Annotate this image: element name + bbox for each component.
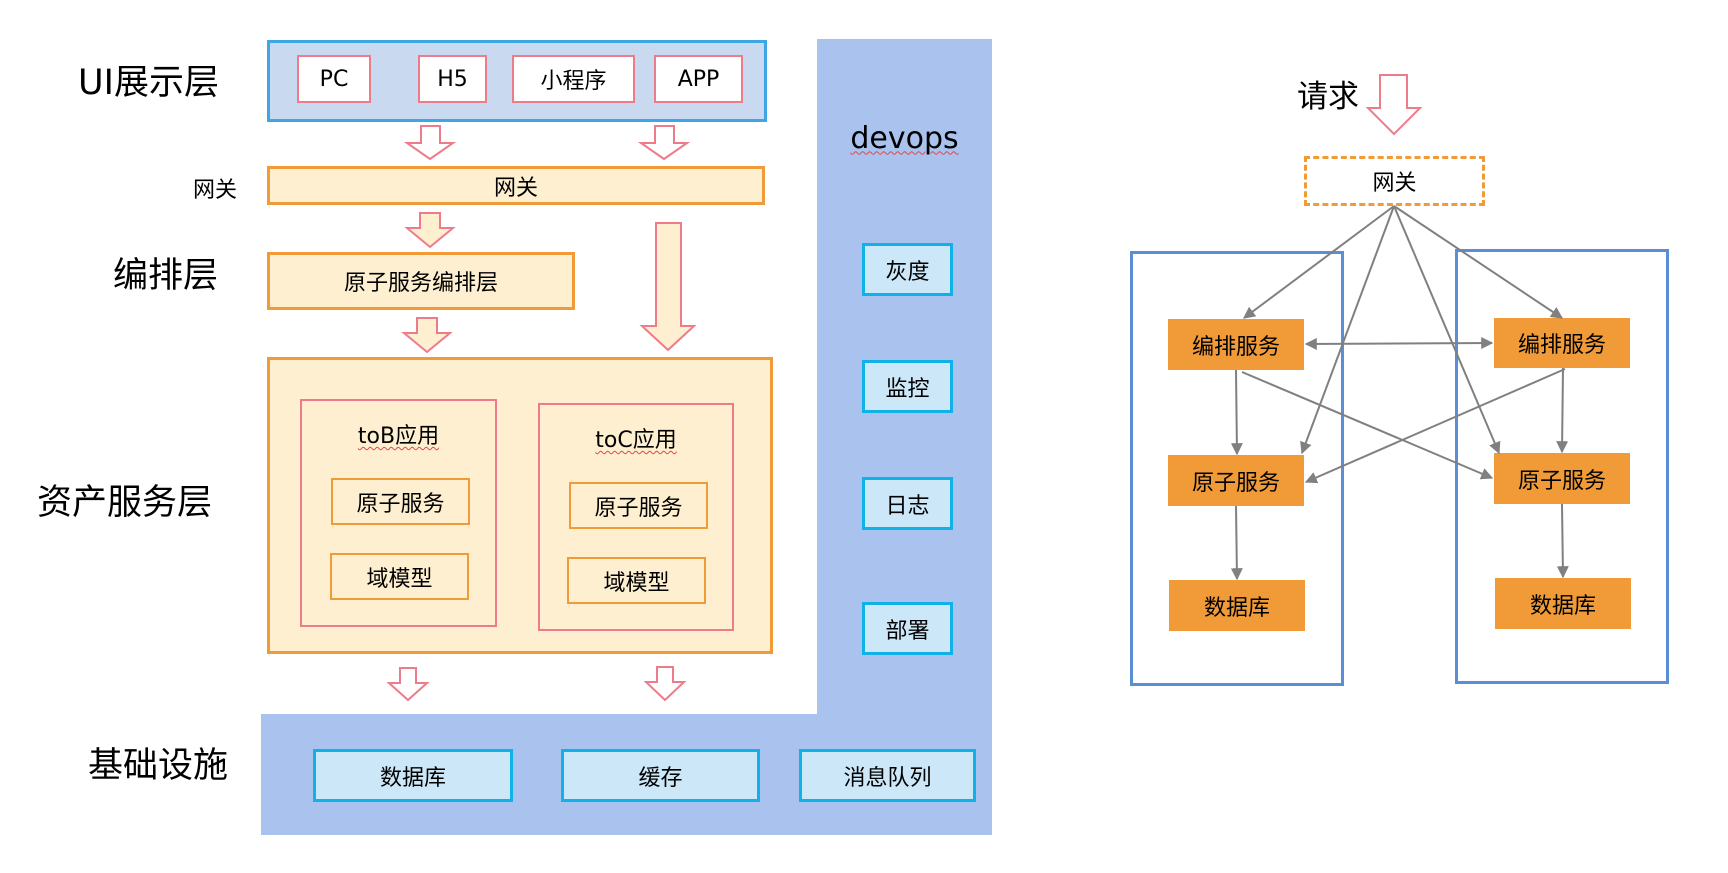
- connector-right-orch-left-atomic: [1304, 368, 1566, 484]
- right-atomic-service: 原子服务: [1494, 453, 1630, 504]
- tob-app-title-text: toB应用: [357, 424, 440, 449]
- devops-title-text: devops: [850, 120, 959, 156]
- tob-app-title: toB应用: [300, 418, 497, 450]
- infra-item-message-queue: 消息队列: [799, 749, 976, 802]
- arrow-down-icon: [403, 125, 457, 161]
- tob-domain-model: 域模型: [330, 553, 469, 600]
- left-atomic-service: 原子服务: [1168, 455, 1304, 506]
- connector-orchestration-bidirectional: [1304, 337, 1494, 350]
- toc-app-title: toC应用: [538, 422, 734, 454]
- connector-gateway-right-orchestration: [1393, 205, 1563, 319]
- gateway-bar: 网关: [267, 166, 765, 205]
- connector-left-orch-atomic: [1230, 369, 1243, 456]
- tob-atomic-service: 原子服务: [331, 478, 470, 525]
- layer-label-asset: 资产服务层: [37, 483, 213, 523]
- infra-item-database: 数据库: [313, 749, 513, 802]
- left-database: 数据库: [1169, 580, 1305, 631]
- arrow-down-long-icon: [639, 222, 697, 352]
- client-miniprogram: 小程序: [512, 55, 635, 103]
- layer-label-orchestration: 编排层: [113, 256, 219, 296]
- request-arrow-icon: [1365, 74, 1423, 136]
- right-gateway-box: 网关: [1304, 156, 1485, 206]
- right-orchestration-service: 编排服务: [1494, 318, 1630, 368]
- connector-gateway-left-atomic: [1300, 205, 1395, 455]
- devops-item-logging: 日志: [862, 477, 953, 530]
- cluster-container-left: [1130, 251, 1344, 686]
- connector-gateway-right-atomic: [1393, 205, 1501, 455]
- connector-left-atomic-db: [1230, 505, 1243, 581]
- right-database: 数据库: [1495, 578, 1631, 629]
- arrow-down-icon: [404, 212, 456, 249]
- toc-app-box: [538, 403, 734, 631]
- devops-item-gray-release: 灰度: [862, 243, 953, 296]
- tob-app-box: [300, 399, 497, 627]
- devops-item-deployment: 部署: [862, 602, 953, 655]
- left-orchestration-service: 编排服务: [1168, 319, 1304, 370]
- layer-label-gateway: 网关: [193, 178, 238, 203]
- request-label: 请求: [1297, 79, 1359, 115]
- arrow-down-icon: [401, 317, 453, 354]
- arrow-down-icon: [386, 667, 430, 702]
- arrow-down-icon: [643, 666, 687, 702]
- orchestration-box: 原子服务编排层: [267, 252, 575, 310]
- connector-left-orch-right-atomic: [1241, 371, 1494, 480]
- devops-title: devops: [817, 118, 992, 158]
- infra-item-cache: 缓存: [561, 749, 760, 802]
- layer-label-infra: 基础设施: [88, 746, 229, 786]
- toc-domain-model: 域模型: [567, 557, 706, 604]
- connector-right-orch-atomic: [1556, 367, 1569, 454]
- toc-app-title-text: toC应用: [595, 428, 677, 453]
- devops-item-monitoring: 监控: [862, 360, 953, 413]
- client-h5: H5: [418, 55, 487, 103]
- client-app: APP: [654, 55, 743, 103]
- client-pc: PC: [297, 55, 371, 103]
- toc-atomic-service: 原子服务: [569, 482, 708, 529]
- connector-gateway-left-orchestration: [1243, 205, 1395, 319]
- connector-right-atomic-db: [1556, 503, 1569, 579]
- layer-label-ui: UI展示层: [78, 63, 219, 103]
- cluster-container-right: [1455, 249, 1669, 684]
- arrow-down-icon: [637, 125, 691, 161]
